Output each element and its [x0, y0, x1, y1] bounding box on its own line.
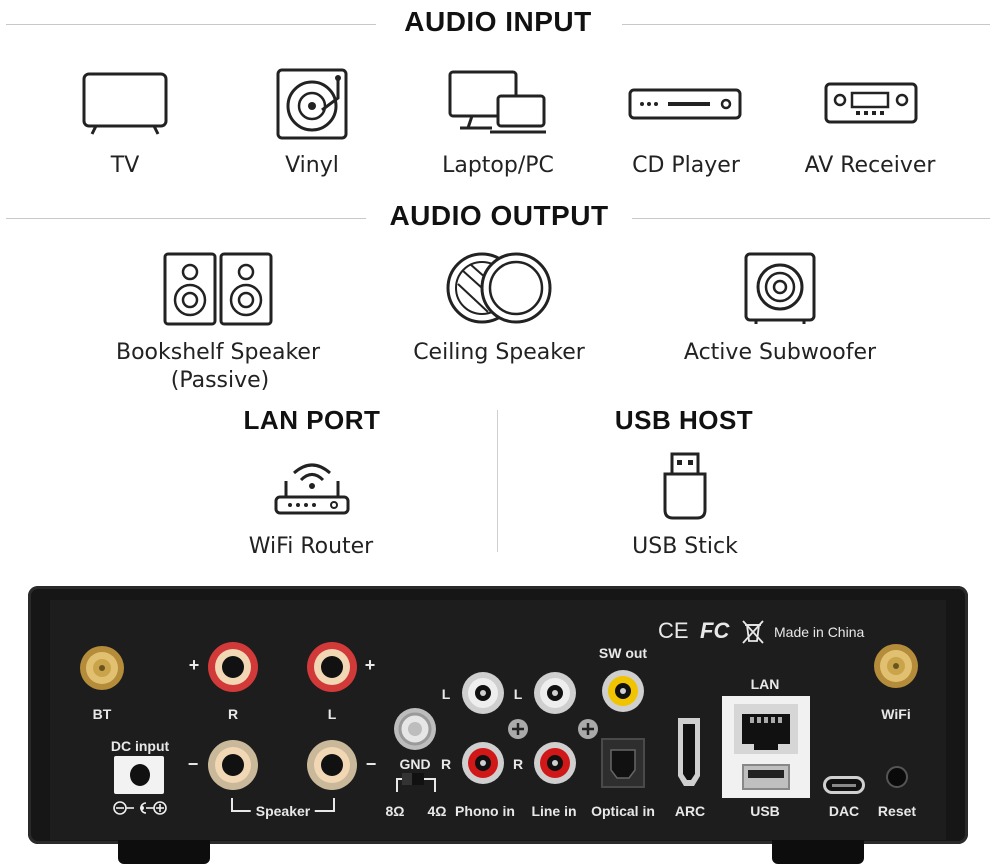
optical-in-port[interactable] [601, 738, 645, 788]
usb-stick-icon [662, 452, 708, 520]
lan-device-label: WiFi Router [248, 534, 374, 559]
bookshelf-speaker-icon [163, 252, 273, 326]
ceiling-speaker-icon [444, 250, 554, 326]
reset-label: Reset [877, 803, 917, 819]
usb-device-label: USB Stick [632, 534, 738, 559]
dac-usb-c-port[interactable] [823, 776, 865, 794]
sw-out-label: SW out [598, 645, 648, 661]
line-in-right-jack[interactable] [532, 740, 578, 786]
laptop-pc-icon [448, 70, 548, 136]
input-label-cd-player: CD Player [632, 153, 740, 178]
reset-button[interactable] [886, 766, 908, 788]
audio-output-title: AUDIO OUTPUT [389, 200, 609, 231]
line-in-left-jack[interactable] [532, 670, 578, 716]
usb-port-label: USB [750, 803, 780, 819]
minus-sign: − [365, 754, 377, 774]
dac-label: DAC [828, 803, 860, 819]
speaker-post-right-positive[interactable] [206, 640, 260, 694]
speaker-r-label: R [227, 706, 239, 722]
output-label-subwoofer: Active Subwoofer [683, 340, 877, 365]
tv-icon [82, 70, 168, 136]
screw-icon [506, 717, 530, 741]
speaker-l-label: L [327, 706, 337, 722]
dc-polarity-icon [112, 800, 168, 816]
lan-rj45-port[interactable] [734, 704, 798, 754]
impedance-8-label: 8Ω [385, 803, 405, 819]
divider-line [622, 24, 990, 25]
screw-icon [576, 717, 600, 741]
wifi-router-icon [272, 455, 352, 519]
divider-line [632, 218, 990, 219]
lan-port-title: LAN PORT [243, 405, 381, 435]
wifi-antenna-connector [872, 642, 920, 690]
rca-l-label: L [513, 686, 523, 702]
line-in-label: Line in [531, 803, 577, 819]
plus-sign: + [364, 655, 376, 675]
bt-antenna-connector [78, 644, 126, 692]
rca-r-label: R [512, 756, 524, 772]
impedance-switch[interactable] [402, 773, 424, 785]
speaker-label: Speaker [250, 803, 316, 819]
usb-host-title: USB HOST [614, 405, 754, 435]
device-foot [118, 840, 210, 864]
subwoofer-icon [744, 252, 816, 326]
bt-label: BT [92, 706, 112, 722]
device-foot [772, 840, 864, 864]
vertical-divider [497, 410, 498, 552]
phono-in-label: Phono in [455, 803, 515, 819]
fc-mark: FC [700, 618, 730, 643]
minus-sign: − [187, 754, 199, 774]
input-label-vinyl: Vinyl [285, 153, 339, 178]
weee-bin-icon [741, 619, 765, 645]
speaker-post-right-negative[interactable] [206, 738, 260, 792]
output-sublabel-bookshelf: (Passive) [170, 368, 270, 393]
output-label-bookshelf: Bookshelf Speaker [115, 340, 321, 365]
output-label-ceiling: Ceiling Speaker [413, 340, 585, 365]
gnd-label: GND [399, 756, 431, 772]
sw-out-jack[interactable] [600, 668, 646, 714]
vinyl-icon [276, 68, 348, 140]
plus-sign: + [188, 655, 200, 675]
dc-input-jack[interactable] [114, 756, 164, 794]
usb-a-port[interactable] [742, 764, 790, 790]
rca-r-label: R [440, 756, 452, 772]
arc-hdmi-port[interactable] [676, 716, 702, 788]
input-label-tv: TV [110, 153, 140, 178]
arc-label: ARC [674, 803, 706, 819]
speaker-post-left-negative[interactable] [305, 738, 359, 792]
lan-port-label: LAN [750, 676, 780, 692]
cd-player-icon [628, 88, 742, 124]
phono-in-left-jack[interactable] [460, 670, 506, 716]
av-receiver-icon [824, 82, 918, 128]
audio-input-title: AUDIO INPUT [404, 6, 592, 37]
divider-line [6, 218, 366, 219]
gnd-terminal[interactable] [392, 706, 438, 752]
divider-line [6, 24, 376, 25]
dc-input-label: DC input [110, 738, 170, 754]
ce-mark: CE [658, 618, 689, 643]
impedance-4-label: 4Ω [427, 803, 447, 819]
wifi-label: WiFi [881, 706, 911, 722]
speaker-post-left-positive[interactable] [305, 640, 359, 694]
rca-l-label: L [441, 686, 451, 702]
input-label-laptop-pc: Laptop/PC [442, 153, 554, 178]
phono-in-right-jack[interactable] [460, 740, 506, 786]
optical-in-label: Optical in [591, 803, 655, 819]
made-in-label: Made in China [774, 624, 865, 640]
input-label-av-receiver: AV Receiver [804, 153, 936, 178]
